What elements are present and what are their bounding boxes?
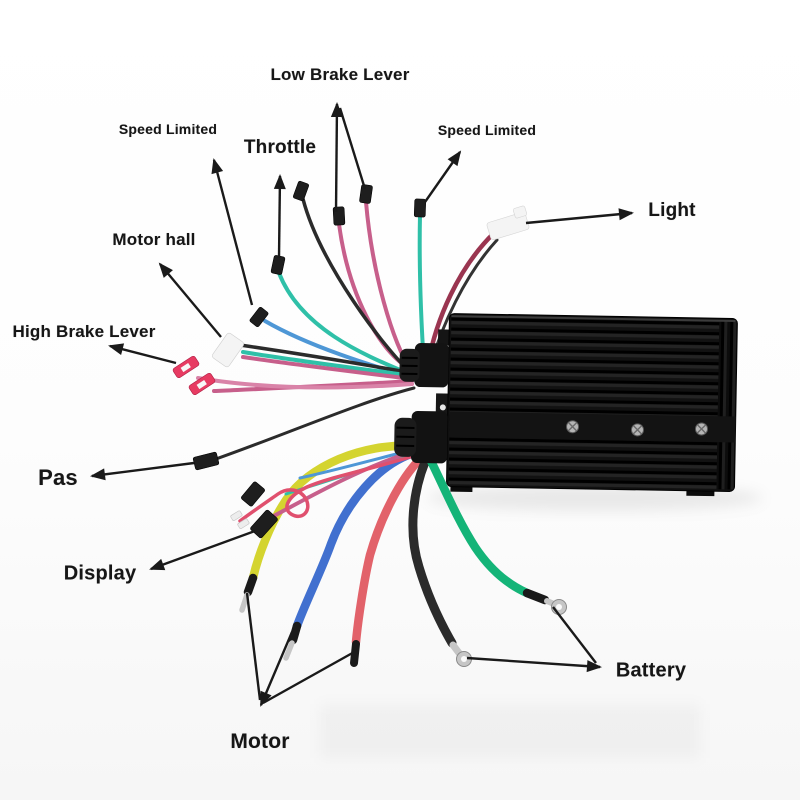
arrow-motorhall (158, 262, 222, 338)
arrow-motor-2 (259, 631, 294, 707)
gland-lower-ridges (396, 426, 415, 447)
screws (566, 420, 709, 437)
gland-upper-base (414, 343, 449, 388)
label-pas: Pas (38, 465, 78, 490)
arrow-battery-1 (552, 606, 597, 664)
connector-speedlimited-right (413, 198, 427, 218)
label-low-brake-lever: Low Brake Lever (270, 65, 410, 84)
connector-light-tab (512, 205, 528, 219)
ring-lugs (456, 599, 567, 667)
annotation-arrows (90, 102, 634, 707)
loop-terminal-1 (230, 510, 243, 521)
green-wire-sleeve (522, 588, 550, 605)
cable-glands (394, 343, 449, 464)
connector-speedlimited-left (249, 307, 269, 327)
arrow-pas (90, 461, 195, 481)
connector-light (486, 211, 530, 241)
label-display: Display (63, 562, 137, 585)
connector-pas (192, 451, 220, 471)
label-high-brake-lever: High Brake Lever (12, 322, 156, 341)
arrow-lowbrake-1 (330, 102, 343, 213)
terminal-yellow-tip (239, 592, 250, 613)
terminal-blue-tip (283, 640, 295, 661)
top-edge-highlight (451, 315, 736, 323)
lug-battery-black-hole (461, 656, 467, 662)
connector-motorhall (212, 332, 244, 368)
power-wires (239, 441, 557, 667)
label-motor-hall: Motor hall (112, 230, 196, 249)
arrow-display (149, 529, 256, 571)
wire-highbrake-2 (196, 376, 414, 390)
connector-lowbrake-2 (359, 184, 373, 204)
wire-motorhall-pink (241, 355, 414, 381)
connector-display-rear (241, 481, 265, 507)
label-throttle: Throttle (243, 137, 317, 158)
controller-unit (394, 313, 738, 497)
loop-terminal-2 (237, 518, 250, 529)
label-speed-limited-right: Speed Limited (437, 122, 537, 138)
mount-hole (439, 404, 446, 411)
heatsink-fins (448, 315, 720, 490)
arrow-light (525, 208, 634, 225)
connectors (172, 180, 530, 539)
blue-wire-sleeve (288, 621, 302, 645)
motor-phase-red-wire (351, 453, 426, 647)
arrow-lowbrake-2 (338, 107, 367, 190)
battery-green-wire (424, 452, 532, 598)
wire-pas (214, 386, 416, 461)
arrow-speedlimited-right (424, 150, 462, 203)
connector-unlabeled (293, 180, 309, 202)
yellow-wire-sleeve (243, 573, 258, 597)
screw-slot (632, 425, 643, 435)
spade-highbrake-1-metal (180, 362, 191, 373)
motor-phase-blue-wire (292, 447, 422, 631)
battery-black-lug-neck (449, 641, 463, 657)
floor-shade (320, 704, 700, 758)
label-speed-limited-left: Speed Limited (118, 121, 218, 137)
connector-throttle (270, 255, 286, 275)
gland-upper-ridges (401, 356, 418, 375)
motor-phase-yellow-wire (248, 441, 419, 583)
controller-shadow (427, 485, 763, 511)
arrow-throttle (273, 174, 286, 259)
wire-selflearn-loop (238, 455, 412, 523)
arrow-motor-1 (245, 592, 262, 701)
heatsink-fins-end (716, 320, 737, 490)
battery-black-wire (408, 457, 457, 648)
arrow-speedlimited-left (211, 158, 254, 306)
arrow-highbrake (108, 343, 177, 365)
label-light: Light (648, 200, 696, 221)
terminal-red-tip (350, 640, 360, 667)
lug-battery-green-hole (556, 604, 562, 610)
label-motor: Motor (230, 730, 290, 753)
wire-motorhall-teal (241, 350, 414, 378)
wire-throttle (277, 271, 414, 377)
label-battery: Battery (615, 659, 687, 682)
wire-motorhall-black (238, 343, 414, 375)
arrow-battery-2 (466, 656, 602, 673)
screw-slot (567, 422, 578, 432)
screw-slot (696, 424, 707, 434)
gland-lower-base (410, 410, 448, 464)
spade-highbrake-2-metal (196, 379, 207, 390)
connector-display (250, 509, 278, 539)
arrow-motor-3 (262, 649, 357, 705)
screw-band (449, 411, 736, 443)
